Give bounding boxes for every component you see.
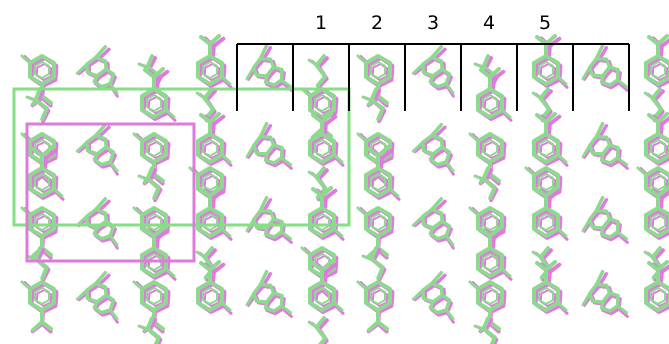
- molecule-tilt: [73, 119, 125, 173]
- molecule-chain: [472, 165, 499, 202]
- molecule-chain: [136, 315, 163, 344]
- molecule-tilt: [409, 41, 461, 95]
- molecule-tilt: [409, 119, 461, 173]
- molecule-tilt: [409, 193, 461, 247]
- green-unit-cell: [12, 87, 351, 227]
- molecule-tilt: [73, 193, 125, 247]
- molecule-chain: [24, 86, 51, 123]
- molecule-tilt: [73, 41, 125, 95]
- column-label-5: 5: [539, 12, 551, 34]
- column-bracket: [236, 43, 630, 111]
- molecule-tilt: [409, 267, 461, 321]
- molecule-chain: [360, 86, 387, 123]
- molecule-chain: [472, 315, 499, 344]
- column-label-2: 2: [371, 12, 383, 34]
- column-label-1: 1: [315, 12, 327, 34]
- molecule-tilt: [73, 267, 125, 321]
- molecule-layer: [19, 34, 669, 344]
- molecule-chain: [303, 314, 330, 344]
- column-label-4: 4: [483, 12, 495, 34]
- magenta-unit-cell: [25, 122, 196, 263]
- column-label-3: 3: [427, 12, 439, 34]
- molecule-chain: [136, 165, 163, 202]
